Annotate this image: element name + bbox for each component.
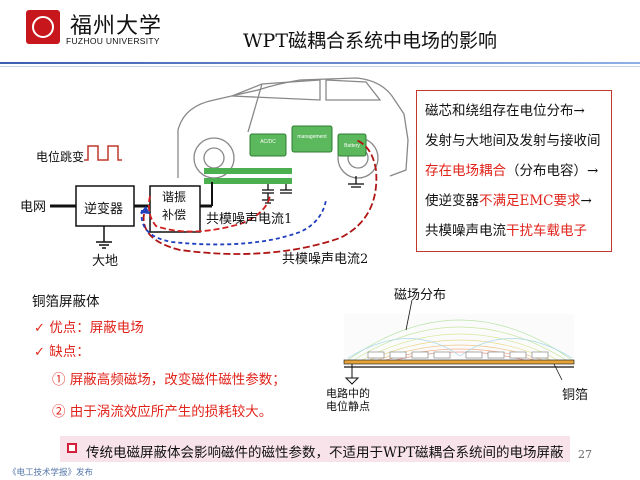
advantage-label: 优点： xyxy=(49,320,90,336)
disadvantage-bullet: ✓ 缺点： xyxy=(34,340,90,360)
note-line-3: 存在电场耦合（分布电容）→ xyxy=(425,159,598,179)
disadvantage-item-1: ① 屏蔽高频磁场，改变磁件磁性参数； xyxy=(52,372,286,388)
compensation-block xyxy=(149,185,201,233)
university-logo xyxy=(26,10,60,44)
conclusion-text: 传统电磁屏蔽体会影响磁件的磁性参数，不适用于WPT磁耦合系统间的电场屏蔽 xyxy=(86,445,564,461)
static-point-label: 电路中的 电位静点 xyxy=(326,387,370,413)
return-current-arrowhead xyxy=(140,206,150,214)
static-point-ground-icon xyxy=(344,377,360,385)
transmitter-coil xyxy=(204,178,292,184)
wpt-system-diagram: AC/DC management Battery xyxy=(50,77,409,255)
car-tag-rectifier: AC/DC xyxy=(260,139,276,145)
note-interfere-electronics: 干扰车载电子 xyxy=(506,223,587,239)
note-line-5: 共模噪声电流干扰车载电子 xyxy=(425,219,587,239)
noise-current-1-path xyxy=(147,195,271,233)
rectifier-block xyxy=(249,133,287,157)
header-divider xyxy=(0,62,640,64)
winding-turns xyxy=(367,351,549,359)
advantage-text: 屏蔽电场 xyxy=(89,320,144,336)
note-line-2: 发射与大地间及发射与接收间 xyxy=(425,133,601,149)
foil-label-pointer xyxy=(553,363,563,381)
note-electric-coupling: 存在电场耦合 xyxy=(425,163,506,179)
noise-current-2-label: 共模噪声电流2 xyxy=(282,252,369,267)
note-inverter-text: 使逆变器 xyxy=(425,193,479,209)
slide-title: WPT磁耦合系统中电场的影响 xyxy=(243,30,497,52)
disadvantage-label: 缺点： xyxy=(49,344,90,360)
static-point-label-line2: 电位静点 xyxy=(326,399,370,413)
noise-current-1-label: 共模噪声电流1 xyxy=(206,212,293,227)
inverter-label: 逆变器 xyxy=(84,202,124,217)
note-noise-current: 共模噪声电流 xyxy=(425,223,506,239)
note-line-4: 使逆变器不满足EMC要求→ xyxy=(425,189,592,209)
checkmark-icon: ✓ xyxy=(34,321,45,336)
note-line-1: 磁芯和绕组存在电位分布→ xyxy=(425,103,585,119)
ground-label: 大地 xyxy=(92,254,119,269)
disadvantage-item-2: ② 由于涡流效应所产生的损耗较大。 xyxy=(52,404,273,420)
shield-heading: 铜箔屏蔽体 xyxy=(32,294,100,310)
explanation-box: 磁芯和绕组存在电位分布→ 发射与大地间及发射与接收间 存在电场耦合（分布电容）→… xyxy=(416,90,612,252)
car-tag-bms: management xyxy=(297,134,327,140)
square-bullet-icon xyxy=(67,443,77,453)
field-distribution-label: 磁场分布 xyxy=(394,288,447,303)
compensation-label-2: 补偿 xyxy=(162,208,187,222)
footer-source: 《电工技术学报》发布 xyxy=(8,467,94,477)
copper-foil-label: 铜箔 xyxy=(562,388,589,403)
return-current-path xyxy=(140,199,327,246)
university-name-cn: 福州大学 xyxy=(70,14,163,39)
car-illustration xyxy=(177,77,409,179)
page-number: 27 xyxy=(578,448,592,461)
bms-block xyxy=(291,125,333,153)
magnetic-field-figure xyxy=(343,300,575,385)
voltage-jump-waveform xyxy=(84,145,122,161)
car-tag-battery: Battery xyxy=(344,143,360,149)
header-divider-thin xyxy=(0,66,640,67)
voltage-jump-label: 电位跳变 xyxy=(36,150,85,164)
grid-label: 电网 xyxy=(20,200,47,215)
note-distributed-capacitance: （分布电容）→ xyxy=(506,163,599,179)
copper-foil-layer xyxy=(343,359,575,365)
distributed-capacitors xyxy=(262,176,364,204)
noise-current-2-path xyxy=(142,139,378,255)
static-point-label-line1: 电路中的 xyxy=(326,387,370,400)
advantage-bullet: ✓ 优点：屏蔽电场 xyxy=(34,316,144,336)
checkmark-icon: ✓ xyxy=(34,345,45,360)
note-arrow: → xyxy=(580,193,592,209)
compensation-label-1: 谐振 xyxy=(162,190,187,204)
note-emc-fail: 不满足EMC要求 xyxy=(479,193,581,209)
conclusion-note: 传统电磁屏蔽体会影响磁件的磁性参数，不适用于WPT磁耦合系统间的电场屏蔽 xyxy=(60,436,570,462)
university-name-en: FUZHOU UNIVERSITY xyxy=(66,36,160,46)
receiver-coil xyxy=(204,168,292,174)
field-label-pointer xyxy=(405,300,413,331)
battery-block xyxy=(337,133,367,157)
